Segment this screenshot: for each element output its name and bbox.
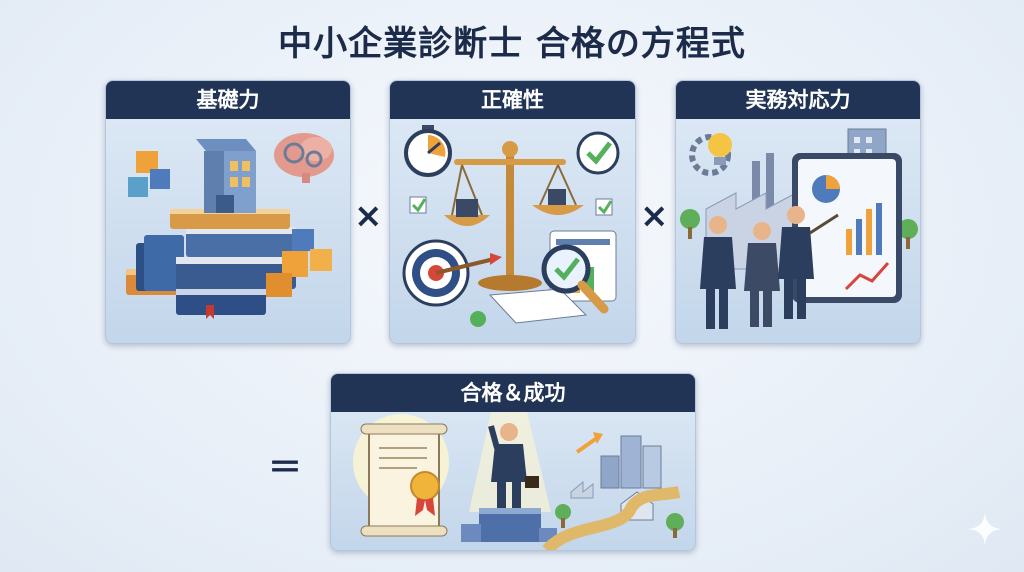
- sparkle-icon: [968, 512, 1002, 546]
- target-icon: [402, 239, 502, 307]
- growth-arrow-icon: [575, 432, 603, 454]
- tree-icon: [555, 504, 684, 538]
- stopwatch-icon: [404, 125, 452, 177]
- small-check-icon: [409, 196, 613, 216]
- card-accuracy: 正確性: [389, 80, 636, 344]
- balance-scale-icon: [444, 141, 584, 291]
- card-practical-label: 実務対応力: [676, 81, 920, 119]
- tree-icon: [680, 209, 918, 249]
- times-operator-1: ×: [354, 196, 383, 236]
- accuracy-illustration: [390, 119, 635, 343]
- brain-icon: [274, 133, 334, 183]
- page-title: 中小企業診断士 合格の方程式: [278, 24, 746, 64]
- success-illustration: [331, 412, 695, 550]
- card-foundation-label: 基礎力: [106, 81, 350, 119]
- card-success: 合格＆成功: [330, 373, 696, 551]
- businessman-icon: [488, 423, 539, 508]
- times-operator-2: ×: [640, 196, 669, 236]
- card-practical: 実務対応力: [675, 80, 921, 344]
- magnifier-icon: [541, 244, 609, 314]
- lightbulb-icon: [689, 133, 732, 176]
- podium-icon: [461, 508, 557, 542]
- presentation-screen-icon: [792, 153, 902, 303]
- businesspeople-icon: [700, 206, 839, 329]
- practical-illustration: [676, 119, 920, 343]
- card-success-label: 合格＆成功: [331, 374, 695, 412]
- equals-operator: ＝: [268, 448, 302, 488]
- books-icon: [126, 209, 296, 315]
- card-foundation: 基礎力: [105, 80, 351, 344]
- card-accuracy-label: 正確性: [390, 81, 635, 119]
- building-icon: [196, 139, 256, 213]
- foundation-illustration: [106, 119, 350, 343]
- check-circle-icon: [576, 131, 620, 175]
- cubes-icon: [128, 151, 332, 297]
- medal-icon: [410, 471, 440, 516]
